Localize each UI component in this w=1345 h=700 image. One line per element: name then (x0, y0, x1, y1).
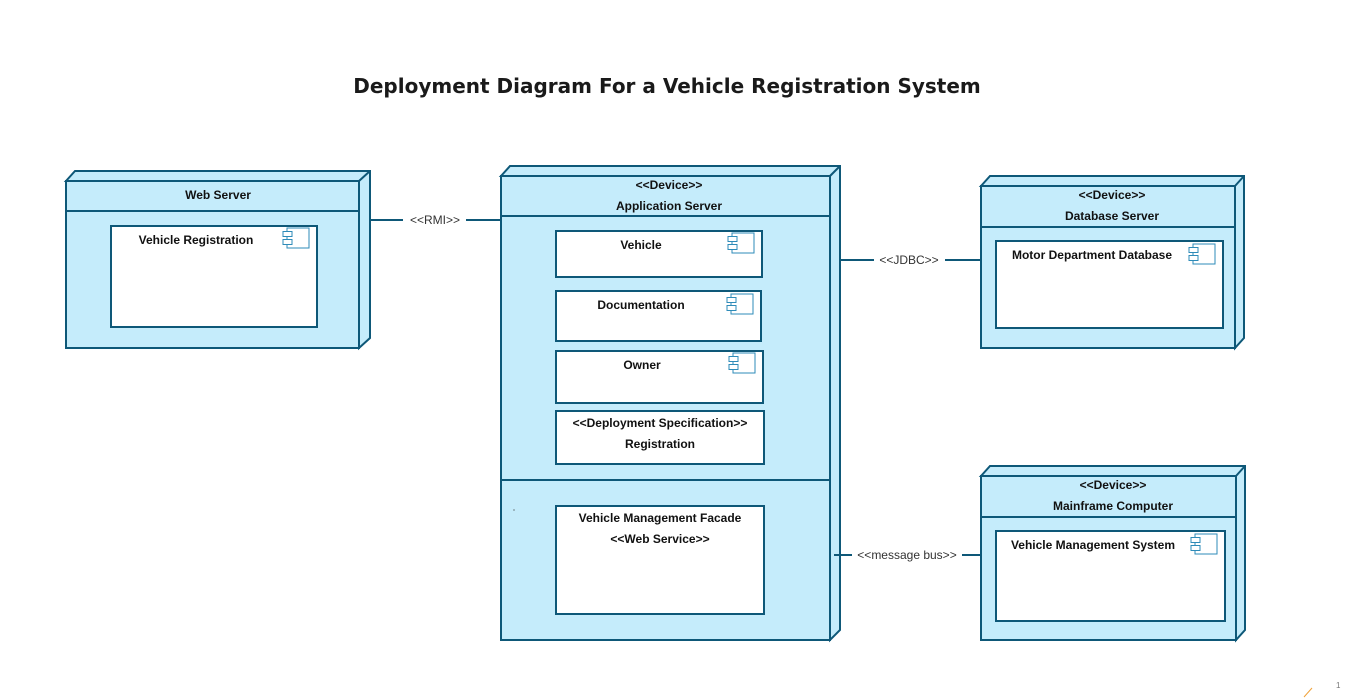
connection-label: <<JDBC>> (879, 253, 938, 267)
application-server-node[interactable]: <<Device>> Application Server Vehicle Do… (498, 165, 841, 643)
component-vehicle-management-facade[interactable]: Vehicle Management Facade <<Web Service>… (555, 505, 765, 615)
component-label: Vehicle Management System (1011, 538, 1175, 552)
stray-dot (513, 509, 515, 511)
facade-name: Vehicle Management Facade (579, 511, 742, 525)
node-name-database-server: Database Server (1065, 209, 1159, 223)
component-motor-department-database[interactable]: Motor Department Database (995, 240, 1224, 329)
component-documentation[interactable]: Documentation (555, 290, 762, 342)
deployment-spec-stereotype: <<Deployment Specification>> (573, 416, 748, 430)
deployment-spec-name: Registration (625, 437, 695, 451)
component-icon (728, 352, 756, 374)
component-icon (727, 232, 755, 254)
node-stereotype: <<Device>> (1080, 478, 1147, 492)
node-name-web-server: Web Server (185, 188, 251, 202)
component-icon (726, 293, 754, 315)
web-server-node[interactable]: Web Server Vehicle Registration (63, 170, 371, 351)
database-server-node[interactable]: <<Device>> Database Server Motor Departm… (978, 175, 1245, 351)
component-label: Owner (623, 358, 661, 372)
diagram-title: Deployment Diagram For a Vehicle Registr… (353, 74, 981, 98)
component-vehicle[interactable]: Vehicle (555, 230, 763, 278)
component-label: Vehicle (620, 238, 662, 252)
deployment-specification-registration[interactable]: <<Deployment Specification>> Registratio… (555, 410, 765, 465)
component-label: Motor Department Database (1012, 248, 1172, 262)
node-name-mainframe-computer: Mainframe Computer (1053, 499, 1173, 513)
corner-mark (1303, 687, 1313, 698)
component-owner[interactable]: Owner (555, 350, 764, 404)
corner-number: 1 (1336, 681, 1341, 690)
component-icon (1190, 533, 1218, 555)
component-icon (282, 227, 310, 249)
component-label: Vehicle Registration (139, 233, 254, 247)
node-stereotype: <<Device>> (1079, 188, 1146, 202)
node-name-application-server: Application Server (616, 199, 722, 213)
facade-stereotype: <<Web Service>> (610, 532, 709, 546)
connection-jdbc[interactable]: <<JDBC>> (841, 253, 981, 267)
connection-rmi[interactable]: <<RMI>> (370, 213, 501, 227)
connection-label: <<message bus>> (857, 548, 956, 562)
component-label: Documentation (597, 298, 684, 312)
component-vehicle-registration[interactable]: Vehicle Registration (110, 225, 318, 328)
component-icon (1188, 243, 1216, 265)
connection-label: <<RMI>> (410, 213, 460, 227)
node-stereotype: <<Device>> (636, 178, 703, 192)
component-vehicle-management-system[interactable]: Vehicle Management System (995, 530, 1226, 622)
mainframe-computer-node[interactable]: <<Device>> Mainframe Computer Vehicle Ma… (978, 465, 1246, 643)
connection-message-bus[interactable]: <<message bus>> (834, 548, 981, 562)
